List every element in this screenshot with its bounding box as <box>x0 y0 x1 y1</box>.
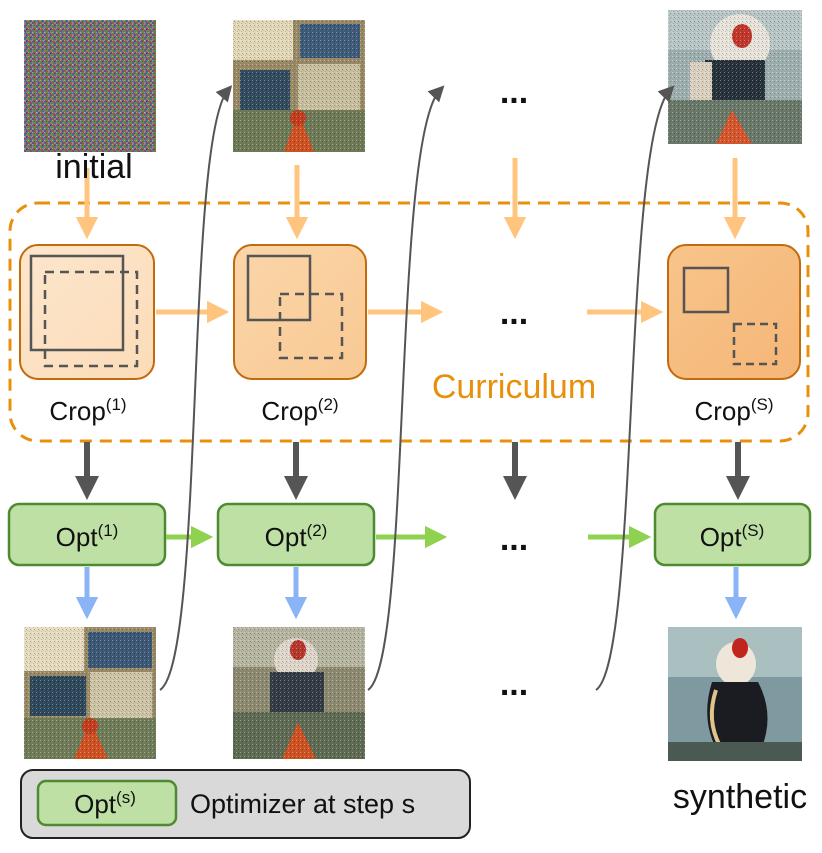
curriculum-region <box>8 201 810 443</box>
opt-box-1 <box>7 502 167 567</box>
curriculum-label: Curriculum <box>432 368 596 406</box>
crop-to-opt-arrows <box>75 442 750 500</box>
intermediate-image-top <box>233 20 365 152</box>
opt-label-s: Opt(S) <box>700 521 765 552</box>
ellipsis-opt: ... <box>500 520 528 558</box>
initial-noise-image <box>24 20 156 152</box>
crop-box-s <box>667 244 801 380</box>
ellipsis-bottom: ... <box>500 665 528 703</box>
legend-opt-label: Opt(s) <box>74 788 136 819</box>
crop-box-1 <box>19 244 155 380</box>
opt-output-arrows <box>75 567 748 620</box>
opt-box-2 <box>216 502 376 567</box>
crop-label-s: Crop(S) <box>694 395 773 426</box>
crop-input-arrows <box>75 158 747 240</box>
ellipsis-top: ... <box>500 73 528 111</box>
feedback-arrows <box>159 85 675 691</box>
ellipsis-crop: ... <box>500 294 528 332</box>
initial-label: initial <box>55 148 132 186</box>
opt-label-2: Opt(2) <box>265 521 328 552</box>
synthetic-label: synthetic <box>673 778 807 816</box>
synthetic-image <box>668 627 802 761</box>
opt-label-1: Opt(1) <box>56 521 119 552</box>
crop-label-2: Crop(2) <box>261 395 338 426</box>
output-image-2 <box>233 627 365 759</box>
crop-label-1: Crop(1) <box>49 395 126 426</box>
output-image-1 <box>24 627 156 759</box>
legend-text: Optimizer at step s <box>190 789 415 819</box>
intermediate-image-top-last <box>668 10 802 144</box>
legend-opt-swatch <box>36 779 178 827</box>
opt-box-s <box>653 502 812 567</box>
legend: Opt(s) Optimizer at step s <box>20 769 471 839</box>
crop-box-2 <box>233 244 367 380</box>
